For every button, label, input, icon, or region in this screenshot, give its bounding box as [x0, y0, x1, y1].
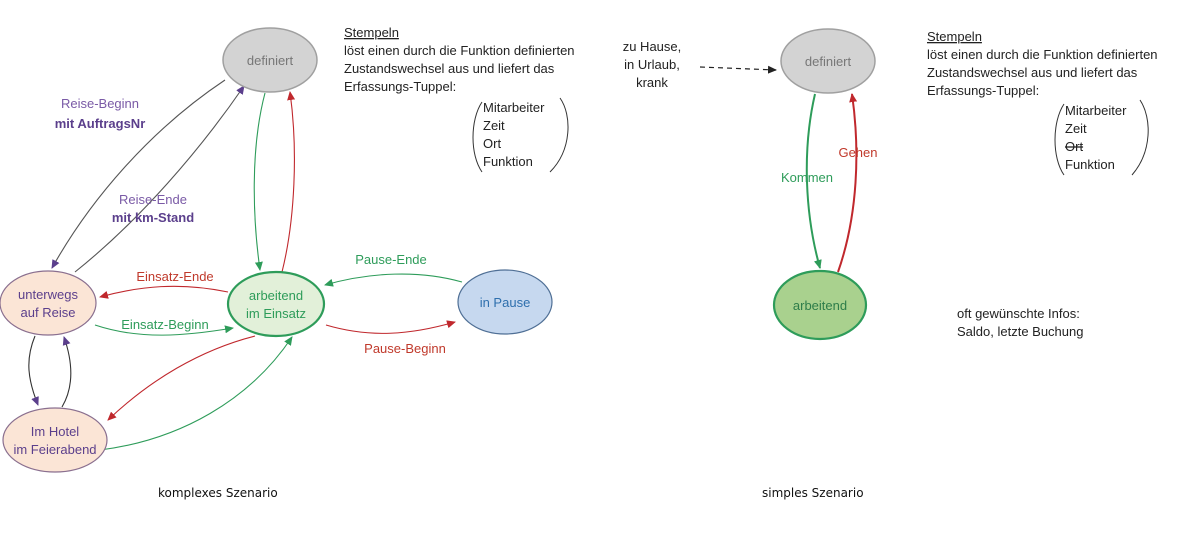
tuple-bracket-right: [549, 97, 569, 173]
edge-gehen: [837, 93, 858, 273]
edge-reise-beginn: [51, 79, 226, 269]
edge-hotel-to-arbeitend: [99, 336, 293, 451]
svg-text:Ort: Ort: [483, 136, 501, 151]
edge-to-definiert: [281, 91, 296, 273]
svg-text:Einsatz-Ende: Einsatz-Ende: [136, 269, 213, 284]
infos-line-1: oft gewünschte Infos:: [957, 306, 1080, 321]
svg-text:im Einsatz: im Einsatz: [246, 306, 306, 321]
tuple-bracket-right: [1131, 99, 1149, 176]
edge-kommen: [805, 93, 822, 269]
edge-einsatz-ende: [99, 285, 229, 299]
edge-pause-beginn: [325, 320, 456, 334]
complex-caption: komplexes Szenario: [158, 486, 278, 500]
edge-to-hotel: [107, 335, 256, 421]
svg-text:krank: krank: [636, 75, 668, 90]
complex-stempeln-note: Stempeln löst einen durch die Funktion d…: [344, 25, 575, 173]
svg-text:im Feierabend: im Feierabend: [13, 442, 96, 457]
svg-text:in Urlaub,: in Urlaub,: [624, 57, 680, 72]
edge-pause-ende: [324, 273, 463, 287]
tuple-bracket-left: [472, 101, 483, 173]
edge-to-arbeitend: [253, 92, 266, 271]
node-hotel: Im Hotel im Feierabend: [2, 407, 108, 473]
node-arbeitend: arbeitend im Einsatz: [226, 270, 326, 338]
absence-label: zu Hause, in Urlaub, krank: [623, 39, 777, 90]
svg-text:Mitarbeiter: Mitarbeiter: [483, 100, 545, 115]
svg-text:Mitarbeiter: Mitarbeiter: [1065, 103, 1127, 118]
simple-stempeln-note: Stempeln löst einen durch die Funktion d…: [927, 29, 1158, 176]
label-kommen: Kommen: [781, 170, 833, 185]
svg-text:Zustandswechsel aus und liefer: Zustandswechsel aus und liefert das: [927, 65, 1138, 80]
svg-text:zu Hause,: zu Hause,: [623, 39, 682, 54]
edge-reise-ende: [74, 85, 245, 273]
infos-line-2: Saldo, letzte Buchung: [957, 324, 1083, 339]
node-pause: in Pause: [457, 269, 553, 335]
simple-node-arbeitend: arbeitend: [772, 269, 868, 341]
svg-text:Zustandswechsel aus und liefer: Zustandswechsel aus und liefert das: [344, 61, 555, 76]
svg-text:Pause-Beginn: Pause-Beginn: [364, 341, 446, 356]
svg-text:löst einen durch die Funktion: löst einen durch die Funktion definierte…: [927, 47, 1158, 62]
node-definiert: definiert: [222, 27, 318, 93]
svg-text:mit km-Stand: mit km-Stand: [112, 210, 194, 225]
simple-edges: [805, 93, 858, 273]
simple-node-definiert: definiert: [780, 28, 876, 94]
simple-caption: simples Szenario: [762, 486, 864, 500]
svg-text:Funktion: Funktion: [1065, 157, 1115, 172]
label-gehen: Gehen: [838, 145, 877, 160]
svg-text:Zeit: Zeit: [1065, 121, 1087, 136]
svg-text:definiert: definiert: [247, 53, 294, 68]
edge-einsatz-beginn: [94, 324, 234, 336]
svg-text:Erfassungs-Tuppel:: Erfassungs-Tuppel:: [344, 79, 456, 94]
svg-text:Zeit: Zeit: [483, 118, 505, 133]
svg-text:Einsatz-Beginn: Einsatz-Beginn: [121, 317, 208, 332]
svg-text:definiert: definiert: [805, 54, 852, 69]
svg-text:Ort: Ort: [1065, 139, 1083, 154]
svg-text:Stempeln: Stempeln: [344, 25, 399, 40]
node-unterwegs: unterwegs auf Reise: [0, 270, 97, 336]
svg-text:auf Reise: auf Reise: [21, 305, 76, 320]
svg-text:arbeitend: arbeitend: [249, 288, 303, 303]
svg-text:Im Hotel: Im Hotel: [31, 424, 80, 439]
edge-reise-to-hotel: [28, 335, 39, 406]
svg-text:Funktion: Funktion: [483, 154, 533, 169]
edge-hotel-to-reise: [61, 336, 72, 408]
svg-text:Reise-Beginn: Reise-Beginn: [61, 96, 139, 111]
complex-edges: [28, 79, 463, 451]
svg-text:arbeitend: arbeitend: [793, 298, 847, 313]
svg-text:Reise-Ende: Reise-Ende: [119, 192, 187, 207]
svg-text:löst einen durch die Funktion: löst einen durch die Funktion definierte…: [344, 43, 575, 58]
svg-text:in Pause: in Pause: [480, 295, 531, 310]
svg-text:Stempeln: Stempeln: [927, 29, 982, 44]
complex-edge-labels: Reise-Beginn mit AuftragsNr Reise-Ende m…: [55, 96, 446, 356]
svg-text:unterwegs: unterwegs: [18, 287, 78, 302]
svg-text:Pause-Ende: Pause-Ende: [355, 252, 427, 267]
svg-text:mit AuftragsNr: mit AuftragsNr: [55, 116, 146, 131]
dashed-arrow: [699, 65, 777, 74]
svg-text:Erfassungs-Tuppel:: Erfassungs-Tuppel:: [927, 83, 1039, 98]
tuple-bracket-left: [1054, 103, 1065, 176]
